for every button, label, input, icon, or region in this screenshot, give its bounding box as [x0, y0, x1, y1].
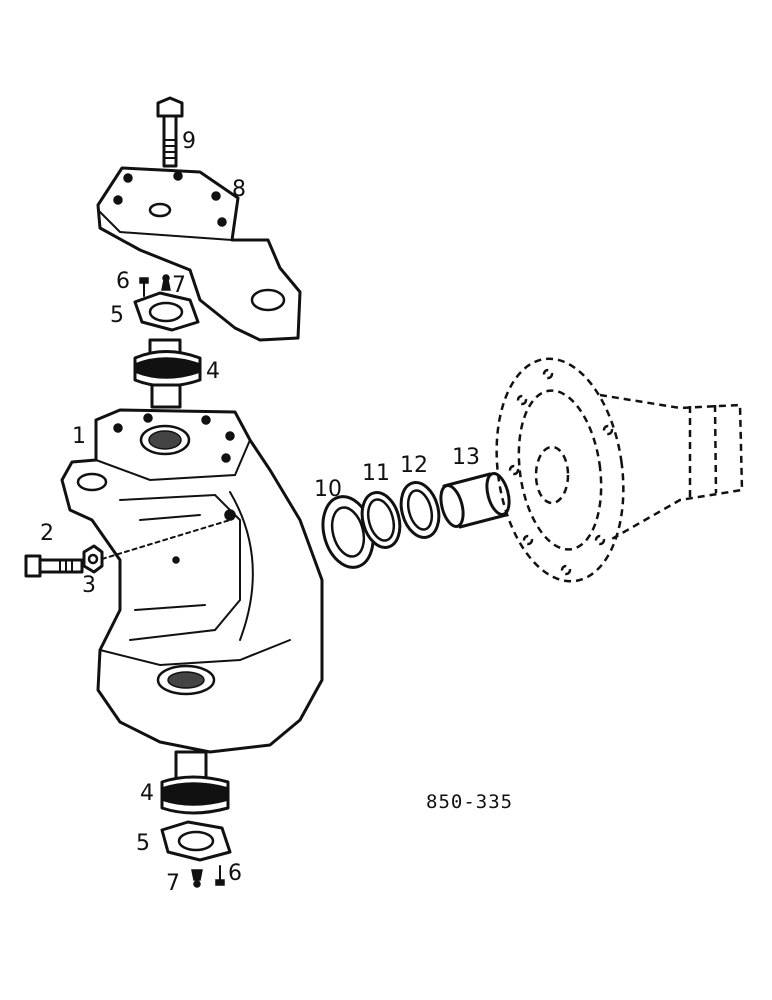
- bolt-2: [24, 554, 84, 578]
- callout-1: 1: [72, 424, 86, 449]
- bushing-13: [439, 472, 511, 529]
- gasket-5-bottom: [160, 820, 232, 862]
- callout-7-top: 7: [172, 273, 186, 298]
- spindle-flange-dashed: [495, 357, 744, 583]
- callout-13: 13: [452, 445, 480, 470]
- seal-11: [360, 491, 402, 549]
- screw-6-top: [139, 277, 149, 297]
- callout-5-bottom: 5: [136, 831, 150, 856]
- callout-8: 8: [232, 177, 246, 202]
- assembly-axis-line: [101, 519, 231, 560]
- callout-12: 12: [400, 453, 428, 478]
- grease-fitting-7-bottom: [191, 869, 203, 888]
- callout-2: 2: [40, 521, 54, 546]
- callout-6-top: 6: [116, 269, 130, 294]
- screw-6-bottom: [215, 865, 225, 886]
- callout-3: 3: [82, 573, 96, 598]
- steering-arm-8: [96, 166, 302, 342]
- callout-11: 11: [362, 461, 390, 486]
- steering-knuckle-1: [60, 408, 324, 754]
- bearing-4-top: [133, 338, 202, 409]
- callout-4-bottom: 4: [140, 781, 154, 806]
- ring-12: [399, 481, 441, 539]
- callout-9: 9: [182, 129, 196, 154]
- callout-6-bottom: 6: [228, 861, 242, 886]
- figure-code: 850-335: [426, 791, 513, 813]
- callout-5-top: 5: [110, 303, 124, 328]
- nut-3: [82, 544, 104, 574]
- bearing-4-bottom: [160, 750, 230, 815]
- seal-10: [321, 495, 375, 569]
- callout-4-top: 4: [206, 359, 220, 384]
- grease-fitting-7-top: [161, 274, 171, 291]
- callout-7-bottom: 7: [166, 871, 180, 896]
- gasket-5-top: [133, 291, 200, 332]
- callout-10: 10: [314, 477, 342, 502]
- bolt-9: [156, 96, 184, 168]
